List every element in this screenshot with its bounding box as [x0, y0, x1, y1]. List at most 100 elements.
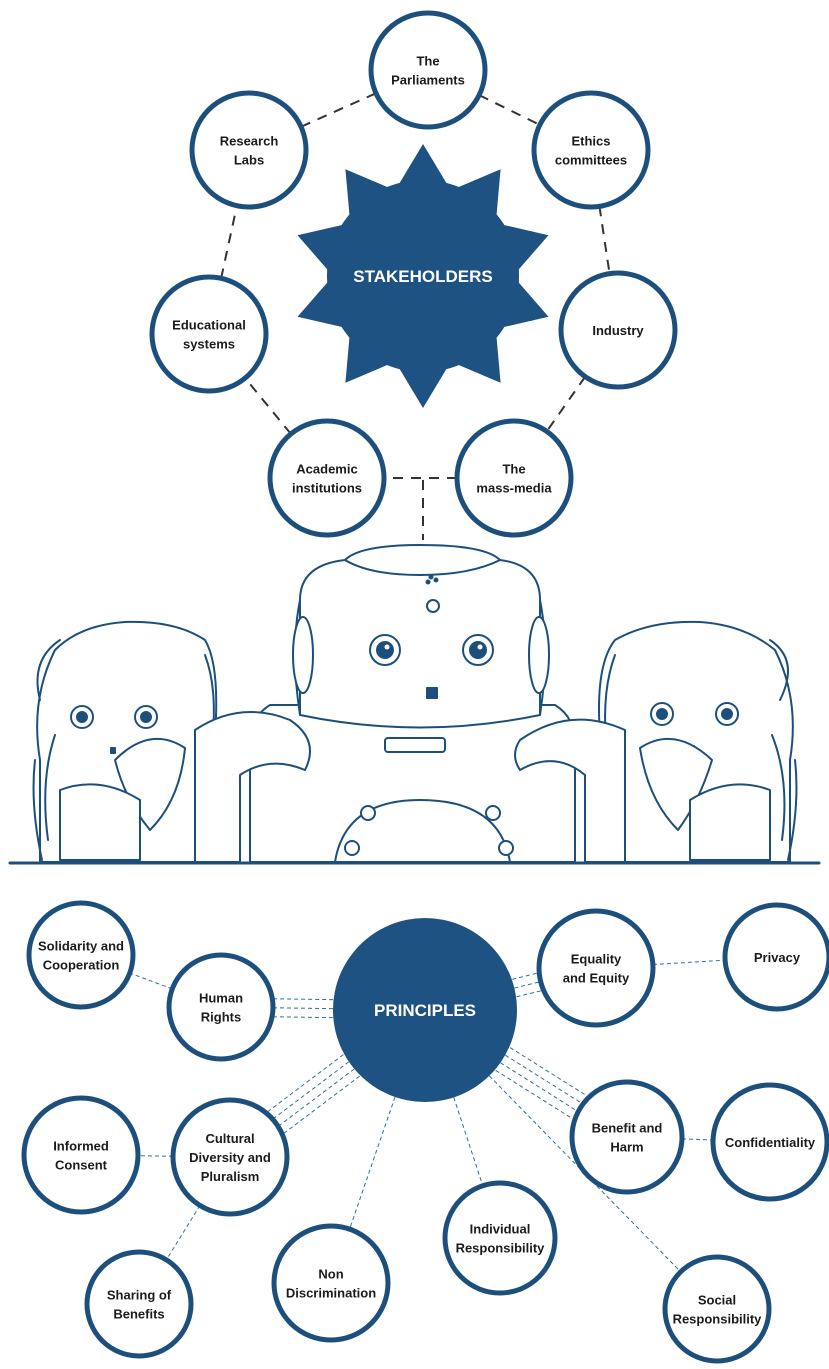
principle-connector: [512, 972, 539, 980]
principle-sharing-benefits-label: Benefits: [113, 1307, 164, 1322]
principle-confidentiality-node: Confidentiality: [710, 1082, 829, 1202]
principle-privacy-label: Privacy: [754, 950, 801, 965]
principle-individual-responsibility-label: Individual: [470, 1222, 531, 1237]
stakeholder-educational-systems-label: Educational: [172, 318, 246, 333]
principle-cultural-diversity-label: Pluralism: [201, 1169, 260, 1184]
principle-non-discrimination-label: Discrimination: [286, 1286, 376, 1301]
principle-connector: [267, 1054, 344, 1113]
principle-sharing-benefits-label: Sharing of: [107, 1288, 172, 1303]
stakeholder-industry-node: Industry: [558, 270, 678, 390]
principle-confidentiality-circle: [710, 1082, 829, 1202]
principle-connector: [495, 1069, 574, 1120]
stakeholder-industry-label: Industry: [592, 323, 644, 338]
principle-human-rights-circle: [166, 952, 276, 1062]
principles-hub-label: PRINCIPLES: [374, 1001, 476, 1020]
principle-non-discrimination-label: Non: [318, 1267, 343, 1282]
stakeholder-academic-institutions-label: Academic: [296, 462, 357, 477]
principle-equality-equity-label: and Equity: [563, 971, 630, 986]
stakeholder-ring-connectors: [220, 92, 611, 540]
stakeholders-hub-label: STAKEHOLDERS: [353, 267, 492, 286]
principle-connector: [272, 1007, 334, 1010]
stakeholder-industry-circle: [558, 270, 678, 390]
principles-hub-circle: [333, 918, 517, 1102]
stakeholder-academic-institutions-label: institutions: [292, 481, 362, 496]
stakeholder-mass-media-circle: [454, 418, 574, 538]
principle-solidarity-cooperation-label: Solidarity and: [38, 939, 124, 954]
stakeholder-educational-systems-node: Educational systems: [149, 274, 269, 394]
stakeholder-ethics-committees-label: committees: [555, 153, 627, 168]
stakeholder-connector: [545, 376, 587, 432]
principle-connector: [453, 1097, 484, 1186]
stakeholder-ethics-committees-circle: [531, 90, 651, 210]
stakeholder-connector: [220, 205, 238, 279]
principle-individual-responsibility-label: Responsibility: [456, 1241, 546, 1256]
principle-nodes: Solidarity andCooperationHumanRightsEqua…: [21, 900, 829, 1364]
principle-benefit-harm-circle: [569, 1079, 685, 1195]
principle-sharing-benefits-node: Sharing of Benefits: [84, 1249, 194, 1359]
stakeholder-educational-systems-circle: [149, 274, 269, 394]
principle-cultural-diversity-label: Cultural: [205, 1131, 254, 1146]
principle-connector: [514, 981, 541, 989]
principle-connector: [681, 1138, 714, 1141]
principle-informed-consent-label: Consent: [55, 1158, 108, 1173]
principle-social-responsibility-circle: [662, 1254, 772, 1364]
principle-benefit-harm-label: Harm: [610, 1140, 643, 1155]
center-robot-mouth: [426, 687, 438, 699]
stakeholder-academic-institutions-circle: [267, 418, 387, 538]
principle-connector: [277, 1068, 355, 1127]
principle-human-rights-label: Human: [199, 991, 243, 1006]
principle-human-rights-label: Rights: [201, 1010, 241, 1025]
principle-connector: [165, 1205, 201, 1261]
stakeholder-mass-media-node: The mass-media: [454, 418, 574, 538]
principle-connector: [272, 1061, 350, 1120]
principle-privacy-node: Privacy: [722, 902, 829, 1012]
principle-informed-consent-circle: [21, 1095, 141, 1215]
stakeholder-connector: [598, 206, 611, 274]
principle-connector: [129, 972, 173, 990]
principle-connector: [273, 998, 334, 1001]
principle-connector: [500, 1062, 579, 1112]
stakeholder-parliaments-label: Parliaments: [391, 73, 465, 88]
principle-connector: [652, 959, 726, 966]
stakeholder-educational-systems-label: systems: [183, 337, 235, 352]
principle-non-discrimination-circle: [271, 1223, 391, 1343]
principle-connector: [509, 1047, 588, 1097]
principle-cultural-diversity-circle: [170, 1097, 290, 1217]
principle-benefit-harm-label: Benefit and: [592, 1121, 663, 1136]
right-robot: [598, 620, 798, 863]
principle-solidarity-cooperation-label: Cooperation: [43, 958, 120, 973]
principle-equality-equity-circle: [536, 908, 656, 1028]
stakeholder-research-labs-circle: [189, 90, 309, 210]
principle-informed-consent-label: Informed: [53, 1139, 109, 1154]
principle-individual-responsibility-circle: [442, 1180, 558, 1296]
center-robot: [194, 544, 626, 863]
principle-connector: [505, 1054, 584, 1105]
stakeholder-connector: [478, 94, 541, 126]
stakeholder-academic-institutions-node: Academic institutions: [267, 418, 387, 538]
principle-equality-equity-label: Equality: [571, 952, 622, 967]
stakeholder-mass-media-label: mass-media: [476, 481, 552, 496]
principles-hub: PRINCIPLES: [333, 918, 517, 1102]
stakeholder-mass-media-label: The: [502, 462, 525, 477]
principle-connector: [272, 1016, 333, 1019]
principle-social-responsibility-label: Social: [698, 1293, 736, 1308]
robots-illustration: [8, 544, 821, 865]
principle-social-responsibility-label: Responsibility: [673, 1312, 763, 1327]
principle-sharing-benefits-circle: [84, 1249, 194, 1359]
principle-privacy-circle: [722, 902, 829, 1012]
stakeholders-hub: STAKEHOLDERS: [297, 144, 549, 408]
principle-cultural-diversity-label: Diversity and: [189, 1150, 271, 1165]
principle-confidentiality-label: Confidentiality: [725, 1135, 816, 1150]
center-robot-forehead-light: [426, 599, 440, 613]
